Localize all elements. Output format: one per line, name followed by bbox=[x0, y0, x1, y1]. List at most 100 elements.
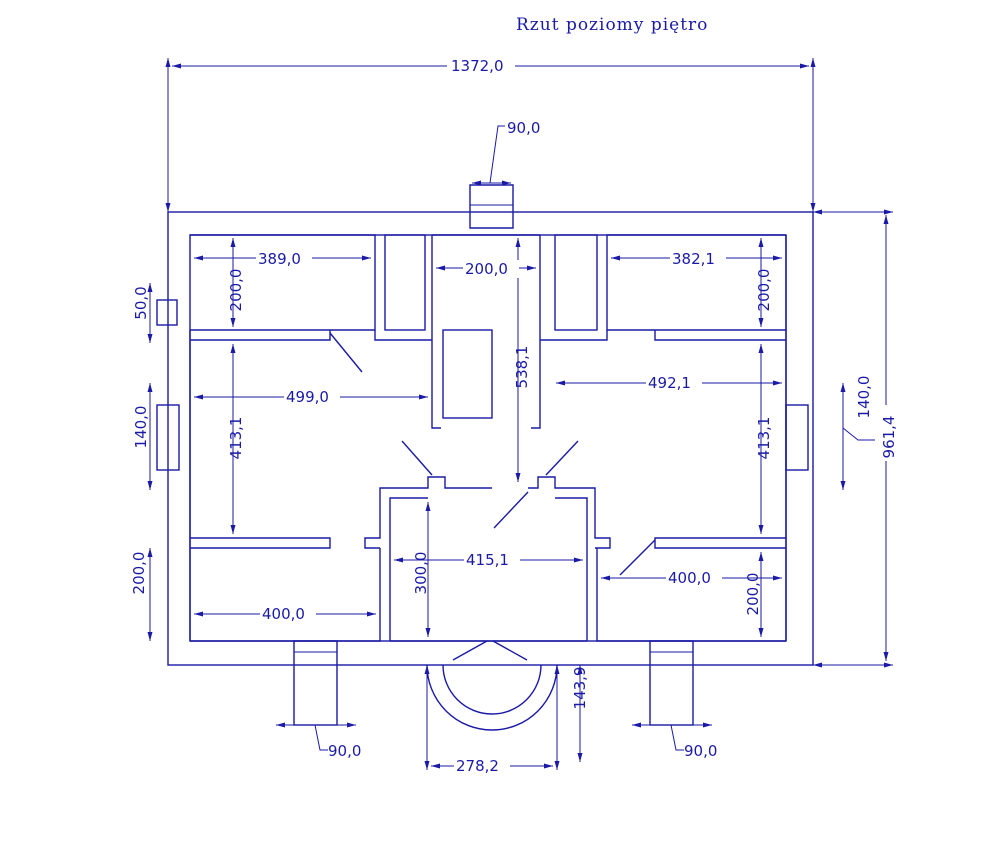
dim-chimney-width: 90,0 bbox=[507, 119, 540, 137]
dimension-arrowhead bbox=[703, 722, 712, 728]
dimension-arrowhead bbox=[758, 318, 764, 327]
dimension-arrowhead bbox=[425, 628, 431, 637]
dimension-arrowhead bbox=[800, 63, 809, 69]
dimension-arrowhead bbox=[276, 722, 285, 728]
dim-stair-length: 538,1 bbox=[513, 346, 531, 389]
dim-window-left-top: 50,0 bbox=[132, 286, 150, 319]
dimension-labels: 1372,0 90,0 389,0 200,0 200,0 538,1 382,… bbox=[130, 56, 898, 775]
dim-room-se-height: 200,0 bbox=[744, 573, 762, 616]
dimension-arrowhead bbox=[194, 611, 203, 617]
dimension-arrowhead bbox=[883, 215, 889, 224]
dimension-arrowhead bbox=[813, 209, 822, 215]
dimension-arrowhead bbox=[556, 380, 565, 386]
dimension-arrowhead bbox=[758, 628, 764, 637]
dimension-arrowhead bbox=[424, 665, 430, 674]
dimension-arrowhead bbox=[394, 557, 403, 563]
dim-total-height: 961,4 bbox=[880, 416, 898, 459]
pillars bbox=[293, 640, 694, 726]
dimension-arrowhead bbox=[194, 255, 203, 261]
dimension-arrowhead bbox=[230, 525, 236, 534]
dimension-arrowhead bbox=[773, 575, 782, 581]
dimension-arrowhead bbox=[810, 58, 816, 67]
dimension-arrowhead bbox=[758, 552, 764, 561]
dim-room-w-height: 413,1 bbox=[227, 417, 245, 460]
dimension-arrowhead bbox=[147, 548, 153, 557]
dim-balcony-depth: 143,9 bbox=[571, 667, 589, 710]
dimension-arrowhead bbox=[424, 761, 430, 770]
dim-pillar-right-width: 90,0 bbox=[684, 742, 717, 760]
dimension-arrowhead bbox=[425, 502, 431, 511]
dimension-arrowhead bbox=[601, 575, 610, 581]
dimension-arrowhead bbox=[147, 283, 153, 292]
dimension-arrowhead bbox=[194, 394, 203, 400]
dim-room-nw-height: 200,0 bbox=[227, 269, 245, 312]
dimension-arrowhead bbox=[362, 255, 371, 261]
dim-total-width: 1372,0 bbox=[451, 57, 504, 75]
dim-window-left-mid: 140,0 bbox=[132, 406, 150, 449]
dimension-arrowhead bbox=[813, 662, 822, 668]
dimension-arrowhead bbox=[527, 265, 536, 271]
dimension-arrowhead bbox=[577, 665, 583, 674]
dimension-arrowhead bbox=[172, 63, 181, 69]
dimension-arrowhead bbox=[884, 209, 893, 215]
dim-room-w-width: 499,0 bbox=[286, 388, 329, 406]
dim-room-e-width: 492,1 bbox=[648, 374, 691, 392]
dimension-arrowhead bbox=[419, 394, 428, 400]
dimension-arrowhead bbox=[147, 334, 153, 343]
dimension-arrowhead bbox=[436, 265, 445, 271]
dimension-arrowhead bbox=[431, 763, 440, 769]
dimension-arrowhead bbox=[147, 481, 153, 490]
dim-pillar-left-width: 90,0 bbox=[328, 742, 361, 760]
dim-stair-width: 200,0 bbox=[465, 260, 508, 278]
dimension-arrowhead bbox=[554, 761, 560, 770]
dimension-arrowhead bbox=[147, 383, 153, 392]
dimension-arrowhead bbox=[147, 632, 153, 641]
dimension-arrowhead bbox=[544, 763, 553, 769]
dimension-arrowhead bbox=[367, 611, 376, 617]
dimension-arrowhead bbox=[758, 344, 764, 353]
dimension-arrowhead bbox=[472, 180, 481, 186]
dimension-arrowhead bbox=[347, 722, 356, 728]
door-swings bbox=[329, 332, 656, 576]
dimension-arrowhead bbox=[577, 753, 583, 762]
dim-room-ne-height: 200,0 bbox=[755, 269, 773, 312]
dimension-arrowhead bbox=[515, 473, 521, 482]
dimension-arrowhead bbox=[554, 665, 560, 674]
dim-room-e-height: 413,1 bbox=[755, 417, 773, 460]
dimension-arrowhead bbox=[810, 203, 816, 212]
dimension-arrowhead bbox=[884, 662, 893, 668]
dimension-arrowhead bbox=[840, 481, 846, 490]
balcony bbox=[426, 640, 558, 731]
dim-window-right-mid: 140,0 bbox=[855, 376, 873, 419]
dimension-arrowhead bbox=[165, 203, 171, 212]
dim-balcony-width: 278,2 bbox=[456, 757, 499, 775]
dim-room-se-width: 400,0 bbox=[668, 569, 711, 587]
dimension-arrowhead bbox=[574, 557, 583, 563]
dimension-arrowhead bbox=[883, 652, 889, 661]
chimney bbox=[469, 184, 514, 229]
outer-walls bbox=[167, 211, 814, 666]
dim-room-center-width: 415,1 bbox=[466, 551, 509, 569]
dimension-arrowhead bbox=[840, 383, 846, 392]
dimension-arrowhead bbox=[758, 525, 764, 534]
dimension-arrowhead bbox=[515, 238, 521, 247]
dimension-arrowhead bbox=[230, 344, 236, 353]
dim-room-sw-width: 400,0 bbox=[262, 605, 305, 623]
dimension-arrowhead bbox=[230, 318, 236, 327]
dimension-lines bbox=[147, 58, 893, 770]
dimension-arrowhead bbox=[230, 238, 236, 247]
dimension-arrowhead bbox=[773, 255, 782, 261]
dim-room-ne-width: 382,1 bbox=[672, 250, 715, 268]
dimension-arrowhead bbox=[773, 380, 782, 386]
dimension-arrowhead bbox=[165, 58, 171, 67]
rooms bbox=[156, 234, 809, 642]
dimension-arrowhead bbox=[502, 180, 511, 186]
drawing-title: Rzut poziomy piętro bbox=[516, 15, 708, 35]
dimension-arrowhead bbox=[632, 722, 641, 728]
dimension-arrowhead bbox=[758, 238, 764, 247]
dim-room-nw-width: 389,0 bbox=[258, 250, 301, 268]
dim-room-sw-height: 200,0 bbox=[130, 552, 148, 595]
dimension-arrowhead bbox=[611, 255, 620, 261]
dim-room-center-height: 300,0 bbox=[412, 552, 430, 595]
